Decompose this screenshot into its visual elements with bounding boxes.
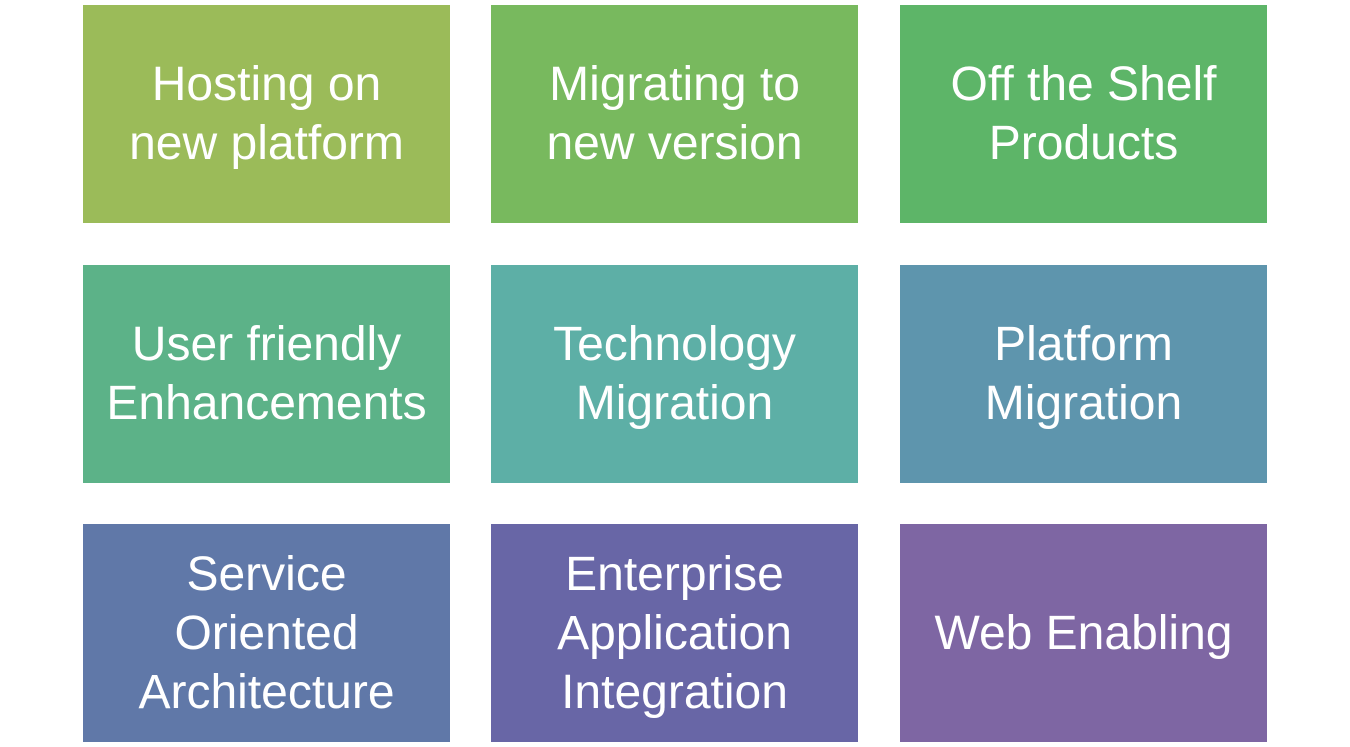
tile-label: Migrating to new version [546,58,803,170]
tile-web-enabling: Web Enabling [900,524,1267,742]
tile-label: Off the Shelf Products [950,58,1217,170]
tile-off-the-shelf-products: Off the Shelf Products [900,5,1267,223]
tile-technology-migration: Technology Migration [491,265,858,483]
tile-enterprise-application-integration: Enterprise Application Integration [491,524,858,742]
tile-label: Technology Migration [553,318,796,430]
tile-user-friendly-enhancements: User friendly Enhancements [83,265,450,483]
tile-label: Service Oriented Architecture [138,547,395,719]
tile-label: Platform Migration [984,318,1183,430]
tile-label: Hosting on new platform [129,58,404,170]
tile-hosting-on-new-platform: Hosting on new platform [83,5,450,223]
tile-service-oriented-architecture: Service Oriented Architecture [83,524,450,742]
tile-migrating-to-new-version: Migrating to new version [491,5,858,223]
tile-label: Web Enabling [934,606,1233,660]
tile-label: User friendly Enhancements [106,318,427,430]
tile-platform-migration: Platform Migration [900,265,1267,483]
tile-label: Enterprise Application Integration [557,547,792,719]
